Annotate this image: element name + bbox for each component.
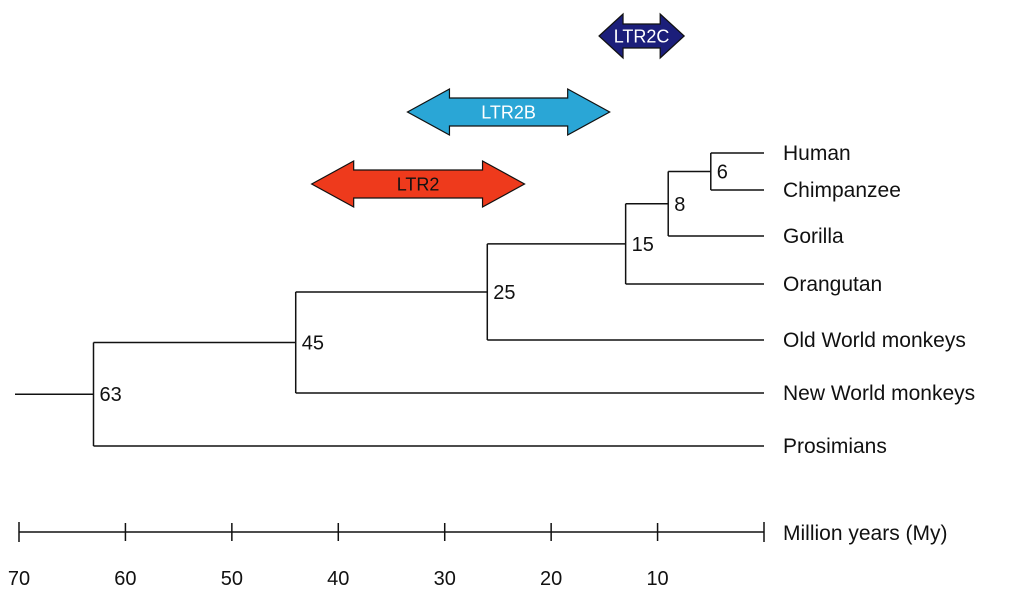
axis-tick-label-60: 60	[114, 568, 136, 590]
ltr-arrows: LTR2C LTR2B LTR2	[310, 12, 686, 209]
node-age-45: 45	[302, 332, 324, 354]
axis-tick-label-30: 30	[434, 568, 456, 590]
axis-title: Million years (My)	[783, 522, 948, 545]
taxon-label-gorilla: Gorilla	[783, 225, 844, 248]
taxon-label-new-world-monkeys: New World monkeys	[783, 382, 975, 405]
time-axis: 70 60 50 40 30 20 10 Million years (My)	[8, 522, 948, 590]
arrow-label-ltr2b: LTR2B	[481, 103, 536, 123]
arrow-ltr2	[310, 159, 526, 209]
node-age-6: 6	[717, 162, 728, 184]
axis-tick-label-20: 20	[540, 568, 562, 590]
arrow-label-ltr2c: LTR2C	[614, 27, 670, 47]
taxon-label-prosimians: Prosimians	[783, 435, 887, 458]
node-age-15: 15	[632, 234, 654, 256]
taxon-label-old-world-monkeys: Old World monkeys	[783, 329, 966, 352]
arrow-label-ltr2: LTR2	[397, 175, 440, 195]
node-age-63: 63	[100, 384, 122, 406]
taxon-label-human: Human	[783, 142, 851, 165]
arrow-ltr2b	[406, 87, 611, 137]
node-age-25: 25	[493, 282, 515, 304]
axis-tick-label-70: 70	[8, 568, 30, 590]
axis-tick-label-10: 10	[646, 568, 668, 590]
axis-tick-label-50: 50	[221, 568, 243, 590]
taxon-label-chimpanzee: Chimpanzee	[783, 179, 901, 202]
taxon-label-orangutan: Orangutan	[783, 273, 882, 296]
axis-tick-label-40: 40	[327, 568, 349, 590]
node-age-8: 8	[674, 194, 685, 216]
arrow-ltr2c	[598, 12, 686, 60]
